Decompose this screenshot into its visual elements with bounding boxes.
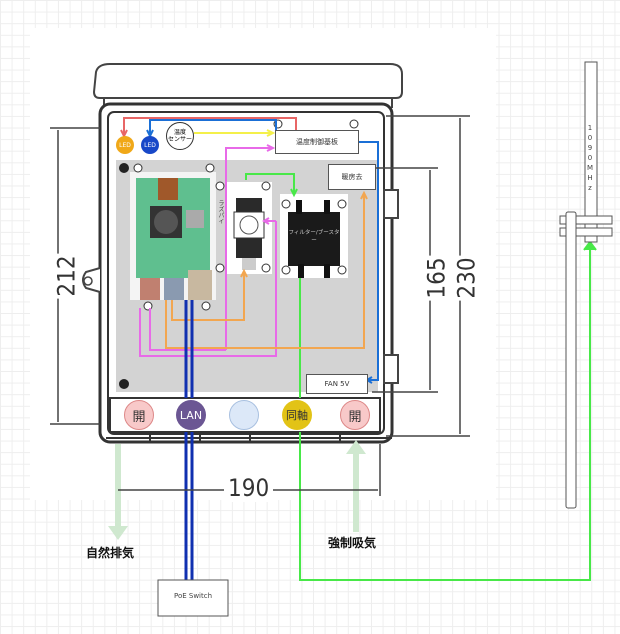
booster-connector [324,264,330,278]
latch-right-bottom [383,354,399,384]
poe-switch-label: PoE Switch [173,592,213,600]
wire-magenta-pi [149,308,226,351]
airflow-intake-head [346,440,366,454]
booster-label: フィルター/ブースター [288,230,340,244]
screw-icons [133,119,359,311]
dimension-165: 165 [422,255,451,301]
mount-hole [119,379,129,389]
wire-orange-heater [165,194,365,349]
sdr-usb-plug [242,258,256,270]
wire-magenta-top [225,147,272,350]
port-blank [229,400,259,430]
latch-right-top [383,189,399,219]
booster-connector [298,264,304,278]
natural-exhaust-label: 自然排気 [86,546,135,560]
wire-green-coax [299,244,591,581]
enclosure-inner-frame [107,111,385,435]
wire-green-top [245,173,295,194]
port-label: 開 [348,409,362,425]
antenna-label: 1090MHz [586,124,594,194]
antenna-connector [584,235,598,243]
pi-ethernet-port [188,270,212,300]
port-open-right: 開 [340,400,370,430]
arrow-green-antenna [583,240,597,251]
pi-ribbon [158,178,178,200]
booster-connector [324,200,330,214]
pi-chip [186,210,204,228]
fan-label: FAN 5V [324,380,350,388]
pi-side-label: ラズパイ [217,200,224,224]
arrow-magenta-top [266,144,276,152]
dimension-190: 190 [224,474,274,502]
sdr-logo [239,215,259,235]
port-label: LAN [179,408,203,422]
dimension-212: 212 [52,253,81,299]
heater-label: 暖房去 [341,173,363,181]
arrow-orange-heater [360,190,368,200]
filter-booster [288,212,340,266]
led-orange: LED [116,136,134,154]
temp-control-board: 温度制御基板 [275,130,359,154]
port-label: 同軸 [286,409,308,422]
antenna-bracket [559,215,613,225]
heater-box: 暖房去 [328,164,376,190]
mount-hole [119,163,129,173]
port-open-left: 開 [124,400,154,430]
poe-switch-box [157,579,229,617]
pi-fan-blade [154,210,178,234]
wire-red [123,117,297,136]
wire-orange-sdr [171,272,245,321]
port-coax: 同軸 [282,400,312,430]
bottom-rail [106,432,392,442]
antenna-mast [565,211,577,509]
pi-usb3-port [164,278,184,300]
arrow-magenta-sdr [262,217,270,225]
temp-board-label: 温度制御基板 [296,138,338,146]
led-blue-label: LED [144,141,156,149]
airflow-exhaust-head [108,526,128,540]
wire-magenta-sdr [139,221,277,357]
forced-intake-label: 強制吸気 [328,536,377,550]
booster-connector [296,200,302,214]
wire-blue-led [149,119,277,136]
latch-hole [83,276,93,286]
led-orange-label: LED [119,141,131,149]
port-lan: LAN [176,400,206,430]
wire-blue-fan [358,141,379,381]
pi-usb-port [140,278,160,300]
arrow-green [290,188,298,198]
arrow-orange-sdr [240,268,248,278]
fan-box: FAN 5V [306,374,368,394]
enclosure-lid [92,63,403,99]
arrow-yellow [266,129,276,137]
led-blue: LED [141,136,159,154]
port-label: 開 [132,409,146,425]
temp-sensor: 温度 センサー [166,122,194,150]
temp-sensor-label: 温度 センサー [167,129,192,143]
dimension-230: 230 [452,255,481,301]
lan-cable [184,300,194,580]
